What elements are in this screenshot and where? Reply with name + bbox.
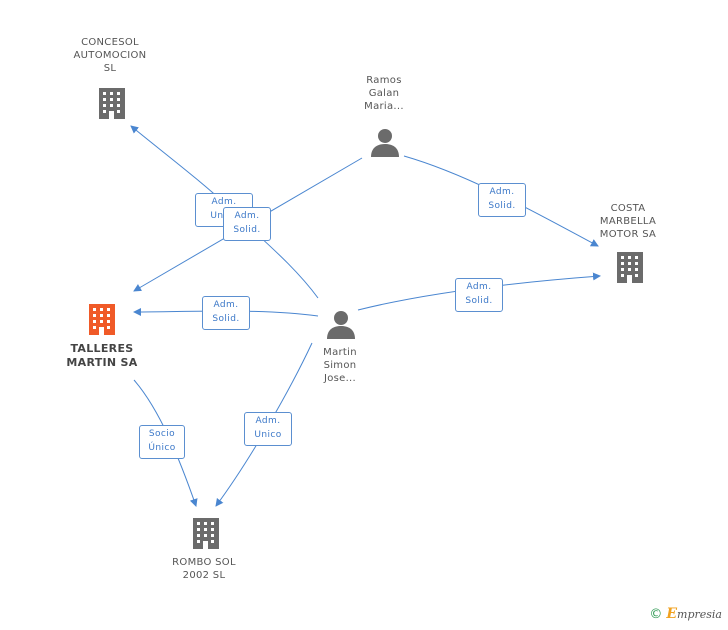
edge-label-ramos-talleres[interactable]: Adm. Solid.	[223, 207, 271, 241]
node-label-martin[interactable]: Martin Simon Jose...	[323, 347, 357, 384]
building-icon[interactable]	[190, 516, 222, 550]
building-icon[interactable]	[96, 86, 128, 120]
person-icon[interactable]	[326, 310, 356, 340]
node-label-talleres[interactable]: TALLERES MARTIN SA	[66, 342, 138, 369]
brand-initial: E	[666, 606, 678, 622]
edge-label-martin-talleres[interactable]: Adm. Solid.	[202, 296, 250, 330]
edge-label-martin-rombo[interactable]: Adm. Unico	[244, 412, 292, 446]
copyright-icon: ©	[649, 607, 663, 622]
building-icon[interactable]	[614, 250, 646, 284]
person-icon[interactable]	[370, 128, 400, 158]
building-icon[interactable]	[86, 302, 118, 336]
edge-label-ramos-costa[interactable]: Adm. Solid.	[478, 183, 526, 217]
brand-logo[interactable]: ©Empresia	[649, 606, 722, 622]
node-label-costa[interactable]: COSTA MARBELLA MOTOR SA	[599, 203, 657, 240]
edge-label-martin-costa[interactable]: Adm. Solid.	[455, 278, 503, 312]
edge-label-talleres-rombo[interactable]: Socio Único	[139, 425, 185, 459]
node-label-rombo[interactable]: ROMBO SOL 2002 SL	[172, 557, 236, 581]
brand-rest: mpresia	[677, 608, 722, 621]
node-label-ramos[interactable]: Ramos Galan Maria...	[364, 75, 404, 112]
node-label-concesol[interactable]: CONCESOL AUTOMOCION SL	[73, 37, 147, 74]
